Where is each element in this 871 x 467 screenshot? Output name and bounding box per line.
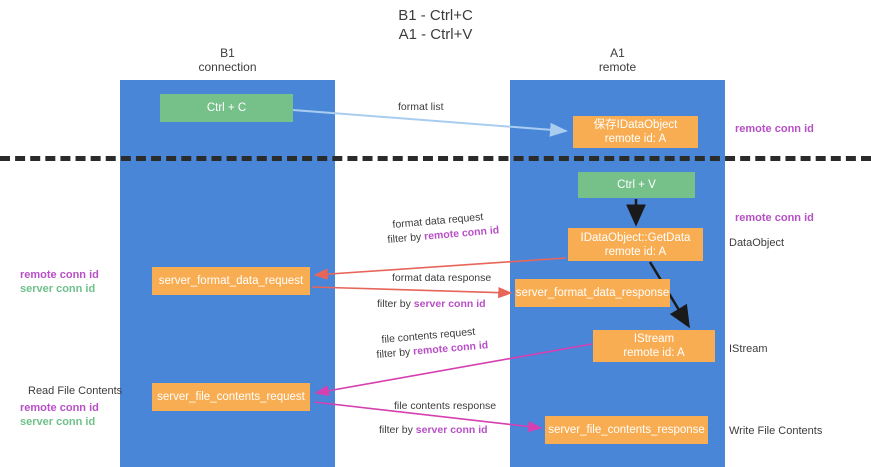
filter-prefix: filter by xyxy=(379,424,416,436)
node-ctrl-v[interactable]: Ctrl + V xyxy=(578,172,695,198)
filter-prefix: filter by xyxy=(376,345,414,361)
label-remote-conn-id-2: remote conn id xyxy=(735,212,814,224)
label-server-conn-id-left-1: server conn id xyxy=(20,283,96,295)
lane-header-b1: B1 connection xyxy=(198,46,257,74)
label-remote-conn-id-left-2: remote conn id xyxy=(20,402,99,414)
node-server-file-contents-response[interactable]: server_file_contents_response xyxy=(545,416,708,444)
node-ctrl-c[interactable]: Ctrl + C xyxy=(160,94,293,122)
edge-label-format-list: format list xyxy=(398,101,444,113)
filter-key: server conn id xyxy=(413,298,486,310)
label-remote-conn-id-1: remote conn id xyxy=(735,123,814,135)
node-istream[interactable]: IStream remote id: A xyxy=(593,330,715,362)
edge-label-format-data-response-filter: filter by server conn id xyxy=(377,298,486,311)
filter-prefix: filter by xyxy=(377,298,414,310)
filter-key: server conn id xyxy=(415,424,488,436)
label-data-object: DataObject xyxy=(729,237,785,249)
label-read-file-contents: Read File Contents xyxy=(28,385,123,397)
edge-label-file-contents-response-filter: filter by server conn id xyxy=(379,424,488,437)
label-write-file-contents: Write File Contents xyxy=(729,425,823,437)
node-server-format-data-response[interactable]: server_format_data_response xyxy=(515,279,670,307)
lane-header-a1: A1 remote xyxy=(598,46,637,74)
label-remote-conn-id-left-1: remote conn id xyxy=(20,269,99,281)
filter-prefix: filter by xyxy=(387,230,425,246)
label-istream: IStream xyxy=(729,343,768,355)
phase-divider xyxy=(0,156,871,161)
edge-label-file-contents-response: file contents response xyxy=(394,400,497,412)
node-server-file-contents-request[interactable]: server_file_contents_request xyxy=(152,383,310,411)
label-conn-ids-1: remote conn id server conn id xyxy=(20,268,99,296)
node-save-idataobject[interactable]: 保存IDataObject remote id: A xyxy=(573,116,698,148)
edge-label-format-data-response: format data response xyxy=(392,272,492,284)
label-server-conn-id-left-2: server conn id xyxy=(20,416,96,428)
diagram-title: B1 - Ctrl+C A1 - Ctrl+V xyxy=(398,7,473,43)
node-idataobject-getdata[interactable]: IDataObject::GetData remote id: A xyxy=(568,228,703,261)
arrow-format-data-response xyxy=(311,286,513,299)
node-server-format-data-request[interactable]: server_format_data_request xyxy=(152,267,310,295)
label-conn-ids-2: remote conn id server conn id xyxy=(20,401,99,429)
